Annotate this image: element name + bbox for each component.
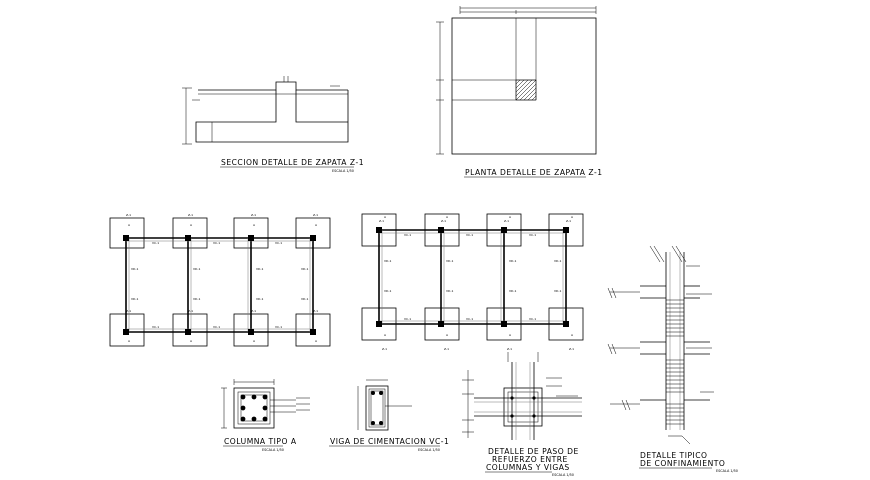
plan-left-beam-label: VC-1 — [152, 241, 159, 245]
reinforcement-pass-title-line3: COLUMNAS Y VIGAS — [486, 463, 570, 472]
plan-right-zapata-label: Z-1 — [379, 219, 384, 223]
plan-right-zapata-label: Z-1 — [507, 347, 512, 351]
plan-left-zapata-label: Z-1 — [188, 213, 193, 217]
plan-left-beam-label: VD-1 — [256, 297, 263, 301]
plan-left-column-label: A — [315, 223, 318, 227]
footing-section-detail — [182, 76, 349, 145]
plan-right-beam-label: VD-1 — [446, 259, 453, 263]
plan-right-beam-label: VC-1 — [466, 233, 473, 237]
reinforcement-pass-title-line1: DETALLE DE PASO DE — [488, 447, 579, 456]
plan-left-zapata-label: Z-1 — [313, 309, 318, 313]
footing-plan-title: PLANTA DETALLE DE ZAPATA Z-1 — [465, 168, 603, 177]
plan-left-zapata-label: Z-1 — [251, 309, 256, 313]
plan-left-column-label: A — [253, 339, 256, 343]
plan-right-column-label: A — [384, 215, 387, 219]
plan-right-zapata-label: Z-1 — [504, 219, 509, 223]
foundation-beam-title: VIGA DE CIMENTACION VC-1 — [330, 437, 449, 446]
plan-left-column-label: A — [128, 339, 131, 343]
footing-section-title: SECCION DETALLE DE ZAPATA Z-1 — [221, 158, 364, 167]
plan-left-column-label: A — [315, 339, 318, 343]
plan-left-column-label: A — [253, 223, 256, 227]
plan-right-column-label: A — [509, 333, 512, 337]
plan-right-zapata-label: Z-1 — [444, 347, 449, 351]
plan-right-column-label: A — [571, 333, 574, 337]
column-type-a-scale: ESCALA 1/50 — [262, 448, 284, 452]
plan-left-beam-label: VC-1 — [152, 325, 159, 329]
plan-left-column-label: A — [190, 339, 193, 343]
plan-left-column-label: A — [190, 223, 193, 227]
plan-right-column-label: A — [384, 333, 387, 337]
plan-left-beam-label: VC-1 — [275, 325, 282, 329]
plan-right-beam-label: VD-1 — [554, 289, 561, 293]
plan-right-beam-label: VC-1 — [466, 317, 473, 321]
confinement-scale: ESCALA 1/50 — [716, 469, 738, 473]
plan-right-beam-label: VD-1 — [384, 259, 391, 263]
column-type-a-title: COLUMNA TIPO A — [224, 437, 297, 446]
plan-left-beam-label: VD-1 — [256, 267, 263, 271]
plan-right-zapata-label: Z-1 — [382, 347, 387, 351]
plan-right-column-label: A — [446, 215, 449, 219]
plan-right-beam-label: VD-1 — [554, 259, 561, 263]
foundation-plan-left — [109, 217, 331, 347]
plan-left-beam-label: VD-1 — [193, 297, 200, 301]
plan-left-zapata-label: Z-1 — [313, 213, 318, 217]
plan-left-beam-label: VC-1 — [213, 325, 220, 329]
plan-right-zapata-label: Z-1 — [569, 347, 574, 351]
plan-right-beam-label: VD-1 — [446, 289, 453, 293]
plan-right-beam-label: VD-1 — [509, 259, 516, 263]
plan-right-beam-label: VC-1 — [404, 317, 411, 321]
footing-section-scale: ESCALA 1/50 — [332, 169, 354, 173]
plan-right-column-label: A — [446, 333, 449, 337]
plan-left-beam-label: VC-1 — [275, 241, 282, 245]
plan-left-beam-label: VD-1 — [301, 267, 308, 271]
plan-left-column-label: A — [128, 223, 131, 227]
foundation-beam-section — [357, 379, 412, 431]
column-type-a-detail — [221, 379, 310, 429]
footing-plan-detail — [436, 6, 597, 155]
plan-right-zapata-label: Z-1 — [566, 219, 571, 223]
confinement-detail — [607, 245, 714, 445]
reinforcement-pass-title-line2: REFUERZO ENTRE — [492, 455, 568, 464]
plan-left-zapata-label: Z-1 — [188, 309, 193, 313]
plan-left-zapata-label: Z-1 — [126, 213, 131, 217]
confinement-title-line1: DETALLE TIPICO — [640, 451, 708, 460]
plan-right-beam-label: VD-1 — [384, 289, 391, 293]
plan-right-beam-label: VC-1 — [529, 317, 536, 321]
plan-left-beam-label: VC-1 — [213, 241, 220, 245]
plan-right-beam-label: VC-1 — [529, 233, 536, 237]
plan-right-beam-label: VC-1 — [404, 233, 411, 237]
plan-left-beam-label: VD-1 — [131, 297, 138, 301]
plan-right-beam-label: VD-1 — [509, 289, 516, 293]
plan-left-beam-label: VD-1 — [131, 267, 138, 271]
plan-left-zapata-label: Z-1 — [251, 213, 256, 217]
reinforcement-pass-detail — [462, 352, 582, 440]
plan-left-beam-label: VD-1 — [301, 297, 308, 301]
plan-left-beam-label: VD-1 — [193, 267, 200, 271]
confinement-title-line2: DE CONFINAMIENTO — [640, 459, 725, 468]
reinforcement-pass-scale: ESCALA 1/50 — [552, 473, 574, 477]
foundation-beam-scale: ESCALA 1/50 — [418, 448, 440, 452]
plan-right-zapata-label: Z-1 — [441, 219, 446, 223]
plan-right-column-label: A — [509, 215, 512, 219]
plan-right-column-label: A — [571, 215, 574, 219]
plan-left-zapata-label: Z-1 — [126, 309, 131, 313]
foundation-plan-right — [361, 213, 584, 341]
